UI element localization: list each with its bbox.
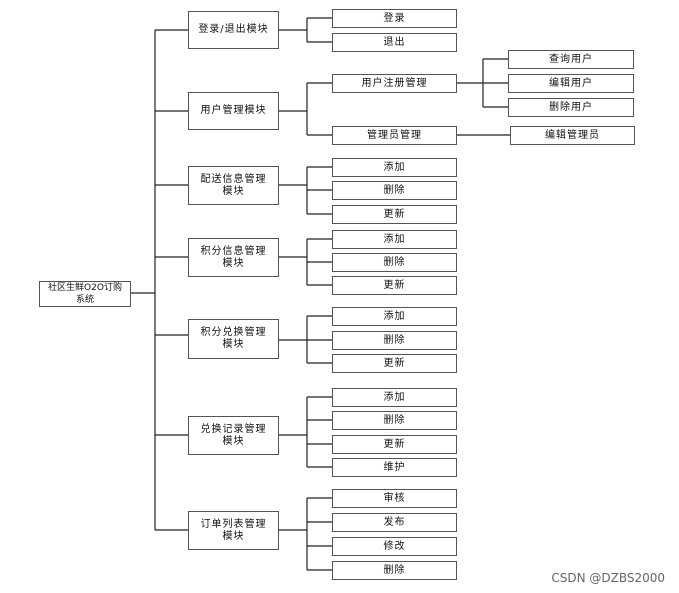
leaf-orders-item: 删除: [332, 561, 457, 580]
module-points: 积分信息管理模块: [188, 238, 279, 277]
leaf-records-item: 维护: [332, 458, 457, 477]
module-records: 兑换记录管理模块: [188, 416, 279, 455]
leaf-redeem-item: 更新: [332, 354, 457, 373]
leaf-records-item: 更新: [332, 435, 457, 454]
submodule-user-reg: 用户注册管理: [332, 74, 457, 93]
module-redeem: 积分兑换管理模块: [188, 319, 279, 359]
module-delivery: 配送信息管理模块: [188, 166, 279, 205]
leaf-orders-item: 发布: [332, 513, 457, 532]
leaf-delivery-item: 更新: [332, 205, 457, 224]
leaf-points-item: 添加: [332, 230, 457, 249]
leaf-points-item: 删除: [332, 253, 457, 272]
module-login: 登录/退出模块: [188, 11, 279, 49]
leaf-records-item: 添加: [332, 388, 457, 407]
leaf-user-reg-item: 查询用户: [508, 50, 634, 69]
leaf-redeem-item: 删除: [332, 331, 457, 350]
leaf-points-item: 更新: [332, 276, 457, 295]
module-orders: 订单列表管理模块: [188, 511, 279, 550]
module-user: 用户管理模块: [188, 92, 279, 130]
leaf-orders-item: 审核: [332, 489, 457, 508]
leaf-delivery-item: 添加: [332, 158, 457, 177]
leaf-redeem-item: 添加: [332, 307, 457, 326]
leaf-user-reg-item: 删除用户: [508, 98, 634, 117]
leaf-user-admin-item: 编辑管理员: [510, 126, 635, 145]
watermark: CSDN @DZBS2000: [551, 571, 665, 585]
leaf-records-item: 删除: [332, 411, 457, 430]
leaf-user-reg-item: 编辑用户: [508, 74, 634, 93]
leaf-login-item: 登录: [332, 9, 457, 28]
submodule-user-admin: 管理员管理: [332, 126, 457, 145]
root-node: 社区生鲜O2O订购系统: [39, 281, 131, 307]
leaf-login-item: 退出: [332, 33, 457, 52]
leaf-orders-item: 修改: [332, 537, 457, 556]
leaf-delivery-item: 删除: [332, 181, 457, 200]
